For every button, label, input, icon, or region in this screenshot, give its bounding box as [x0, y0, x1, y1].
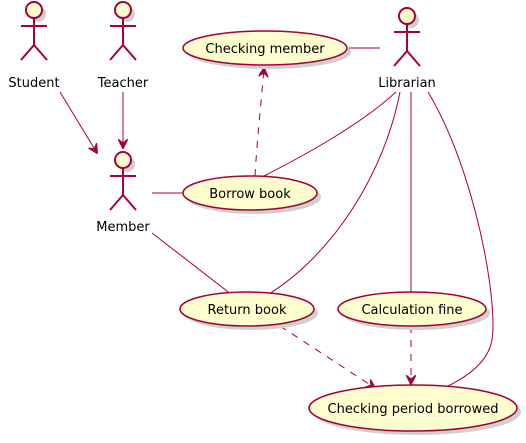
usecase-checking-member-label: Checking member	[205, 42, 325, 57]
usecase-calculation-fine-label: Calculation fine	[361, 303, 462, 318]
actor-student-label: Student	[8, 76, 59, 91]
actor-teacher-label: Teacher	[97, 76, 149, 91]
relation-librarian-return	[263, 91, 401, 298]
usecase-checking-period-borrowed-label: Checking period borrowed	[328, 402, 499, 417]
usecase-return-book[interactable]: Return book	[179, 291, 318, 330]
actor-member-label: Member	[96, 220, 150, 235]
usecase-borrow-book[interactable]: Borrow book	[182, 175, 321, 214]
actor-librarian[interactable]: Librarian	[378, 7, 436, 91]
dependency-return-period	[279, 325, 375, 388]
relation-librarian-period	[427, 91, 494, 388]
relation-student-member	[59, 91, 97, 153]
dependency-borrow-checking	[254, 68, 264, 177]
usecase-return-book-label: Return book	[208, 303, 287, 318]
usecase-checking-period-borrowed[interactable]: Checking period borrowed	[308, 384, 521, 435]
usecase-borrow-book-label: Borrow book	[209, 187, 291, 202]
usecase-checking-member[interactable]: Checking member	[182, 30, 351, 69]
relation-librarian-borrow	[263, 91, 397, 177]
usecase-calculation-fine[interactable]: Calculation fine	[337, 291, 490, 330]
connectors	[59, 47, 494, 388]
actor-member[interactable]: Member	[96, 151, 150, 235]
relation-member-return	[151, 232, 237, 299]
actor-student[interactable]: Student	[8, 1, 60, 91]
actor-librarian-label: Librarian	[378, 76, 436, 91]
actor-teacher[interactable]: Teacher	[97, 1, 149, 91]
